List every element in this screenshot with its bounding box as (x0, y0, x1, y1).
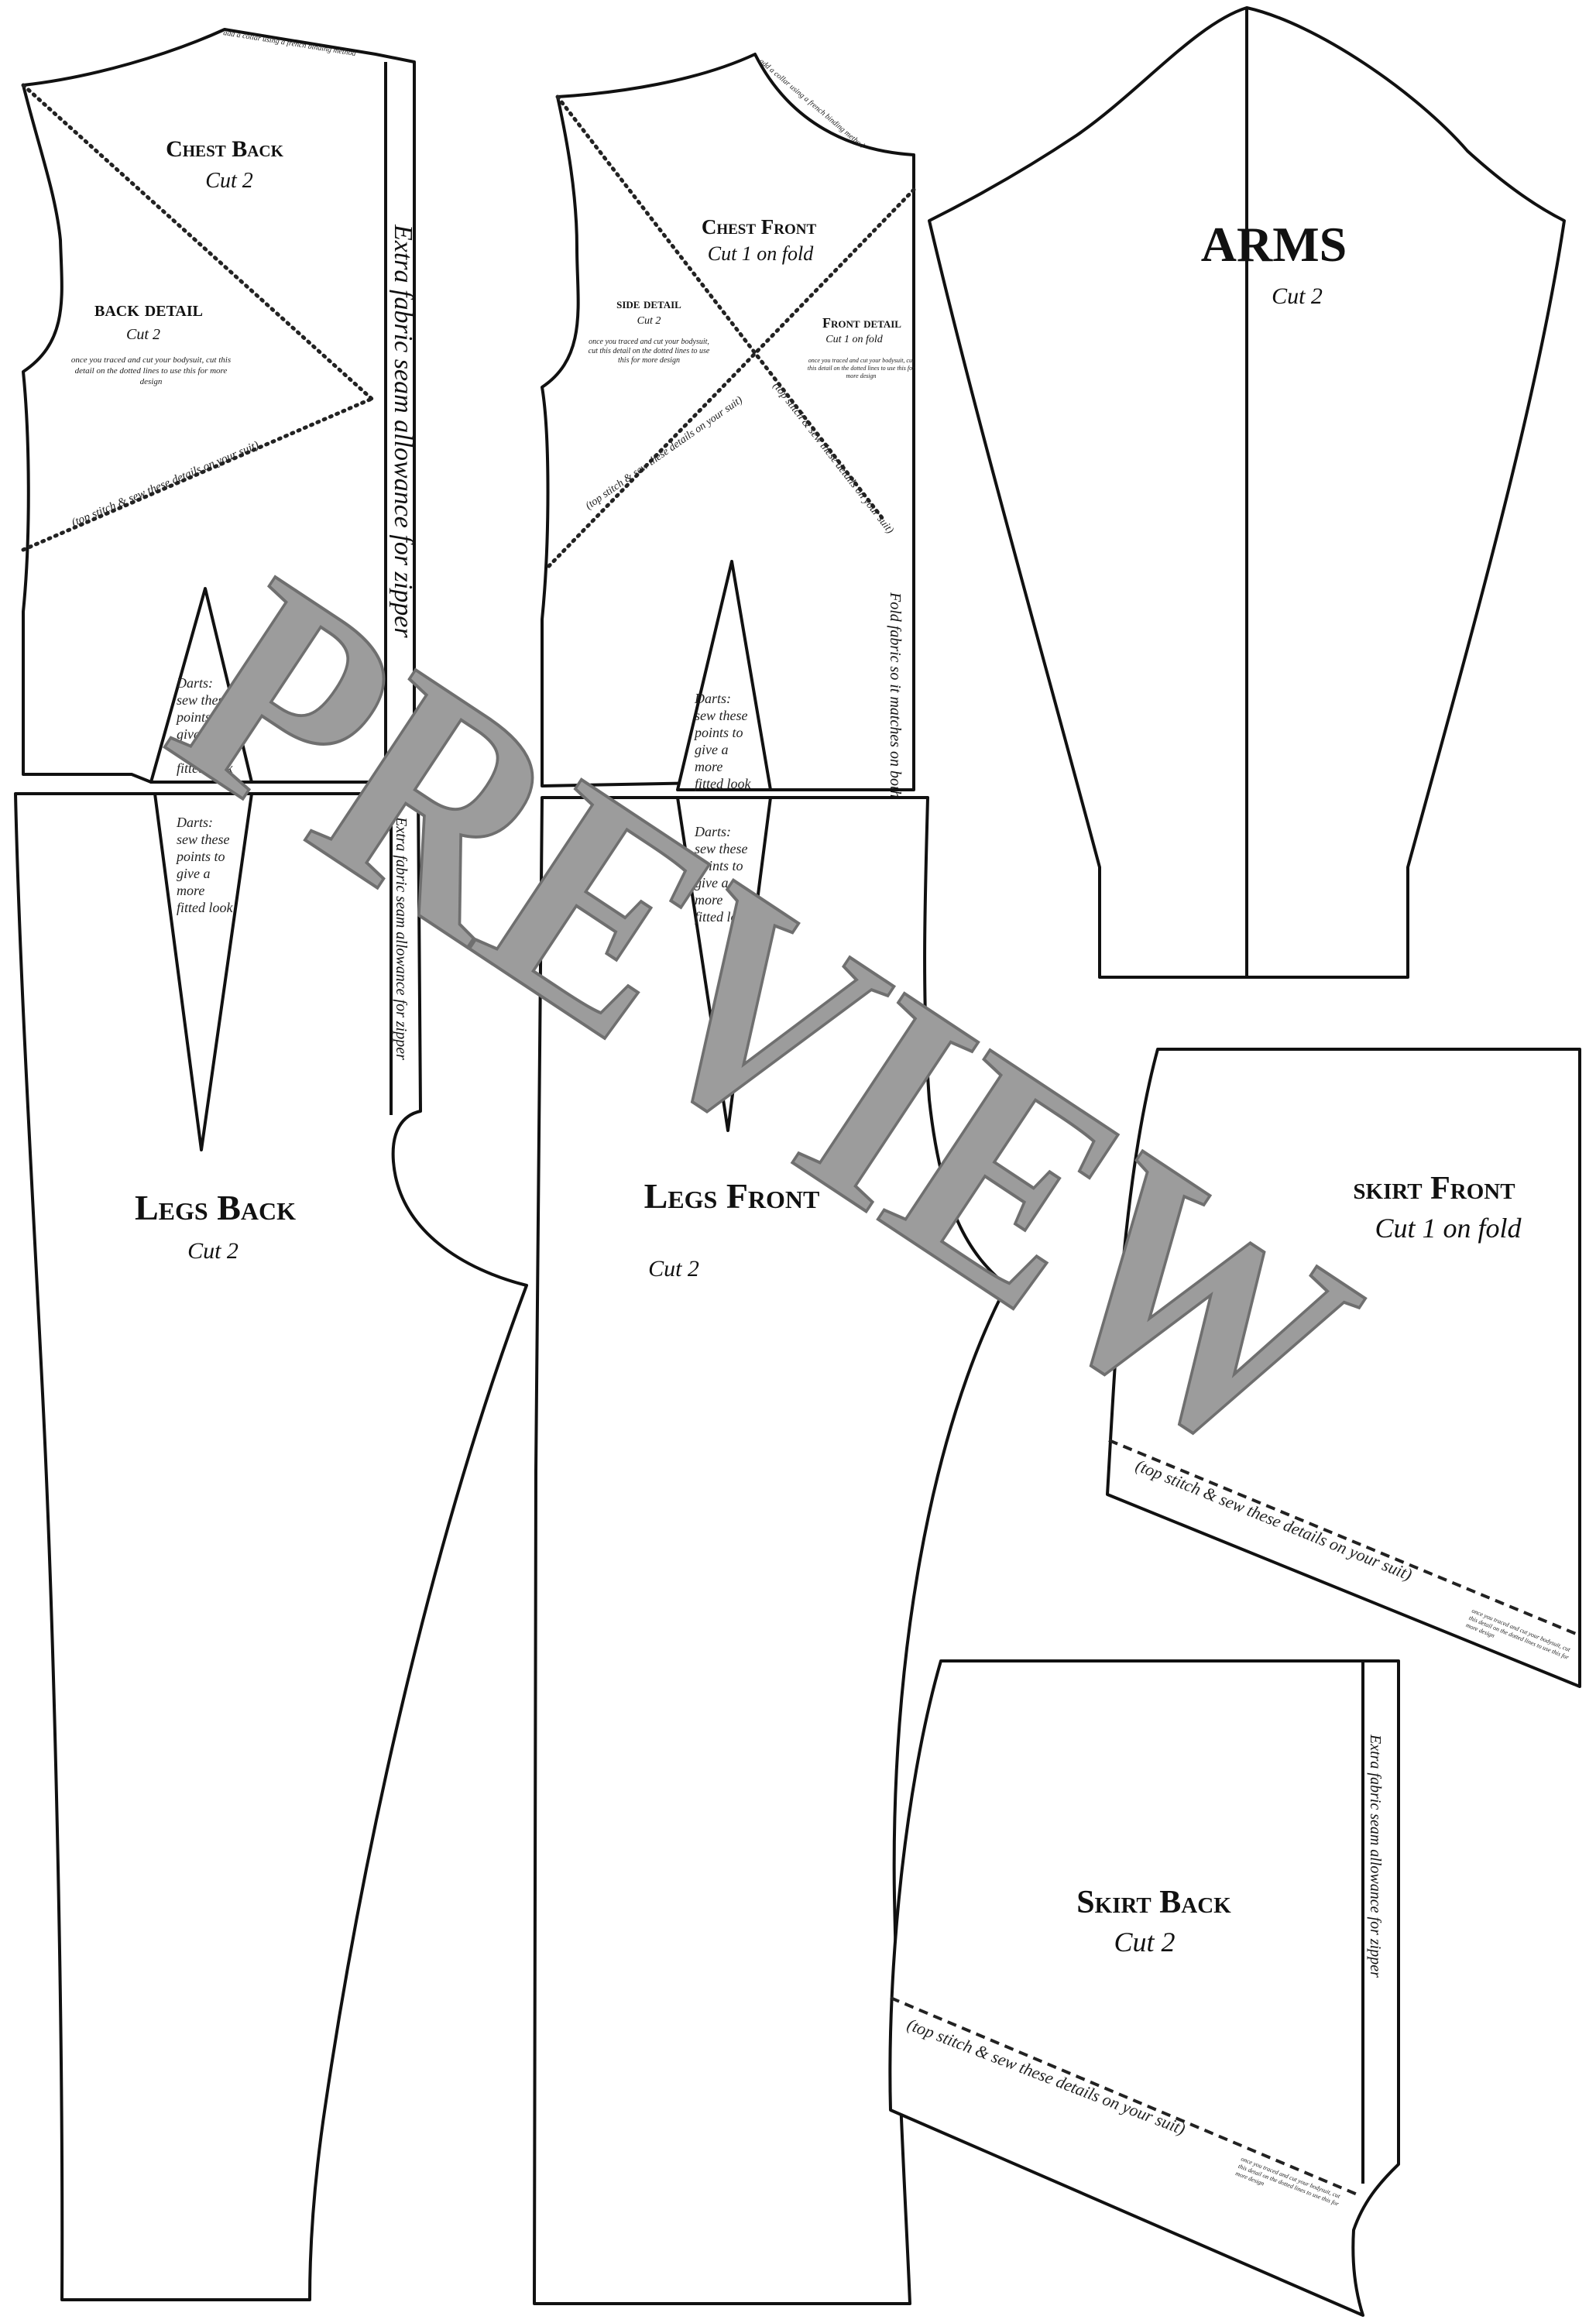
svg-text:more: more (177, 743, 204, 759)
legs-back-outline (14, 792, 528, 2301)
side-detail-note-2: cut this detail on the dotted lines to u… (589, 347, 710, 355)
svg-text:Darts:: Darts: (694, 824, 731, 839)
skirt-front-title: skirt Front (1353, 1171, 1515, 1206)
front-detail-title: Front detail (822, 315, 901, 331)
side-detail-title: side detail (616, 296, 681, 311)
side-detail-cut: Cut 2 (637, 315, 661, 327)
svg-text:fitted look: fitted look (177, 760, 233, 776)
legs-front-dart-label: Darts: sew these points to give a more f… (693, 824, 751, 925)
back-detail-note-1: once you traced and cut your bodysuit, c… (71, 355, 231, 365)
skirt-back-zipper-note: Extra fabric seam allowance for zipper (1367, 1734, 1384, 1978)
chest-back-detail-diagonal (21, 83, 374, 401)
chest-front-diag-1 (555, 94, 885, 521)
svg-text:give a: give a (695, 742, 728, 757)
svg-text:points to: points to (175, 709, 225, 725)
skirt-front-outline (1106, 1048, 1581, 1688)
svg-text:give a: give a (177, 726, 210, 742)
chest-front-dart (676, 560, 772, 791)
chest-front-dart-label: Darts: sew these points to give a more f… (693, 691, 751, 791)
svg-text:more: more (695, 759, 722, 774)
svg-text:points to: points to (175, 849, 225, 864)
legs-front-dart (676, 796, 772, 1132)
legs-back-piece: Extra fabric seam allowance for zipper D… (14, 792, 528, 2301)
legs-back-cut: Cut 2 (187, 1238, 239, 1264)
front-detail-cut: Cut 1 on fold (825, 334, 884, 345)
legs-back-dart (153, 792, 253, 1151)
skirt-front-cut: Cut 1 on fold (1375, 1213, 1522, 1244)
chest-front-outline (541, 53, 915, 791)
skirt-back-cut: Cut 2 (1114, 1927, 1175, 1958)
side-detail-note-1: once you traced and cut your bodysuit, (589, 338, 709, 346)
skirt-back-topstitch-line (890, 1996, 1360, 2197)
side-detail-note-3: this for more design (618, 356, 680, 365)
svg-text:fitted look: fitted look (695, 776, 751, 791)
front-detail-note-3: more design (846, 372, 876, 379)
back-detail-note-2: detail on the dotted lines to use this f… (75, 366, 228, 376)
svg-text:Darts:: Darts: (694, 691, 731, 706)
svg-text:give a: give a (177, 866, 210, 881)
svg-text:give a: give a (695, 875, 728, 890)
legs-back-title: Legs Back (135, 1188, 296, 1227)
chest-back-dart-label: Darts: sew these points to give a more f… (175, 675, 233, 776)
chest-front-diag-2 (544, 187, 916, 571)
skirt-back-piece: (top stitch & sew these details on your … (888, 1659, 1400, 2317)
svg-text:more: more (177, 883, 204, 898)
front-detail-note-2: this detail on the dotted lines to use t… (808, 365, 915, 372)
svg-text:Darts:: Darts: (176, 675, 213, 691)
skirt-back-outline (888, 1659, 1400, 2317)
svg-text:sew these: sew these (177, 692, 229, 708)
fold-fabric-note: Fold fabric so it matches on both sides (887, 592, 904, 833)
arms-piece: ARMS Cut 2 (928, 6, 1566, 979)
legs-front-cut: Cut 2 (648, 1256, 699, 1282)
svg-text:Darts:: Darts: (176, 815, 213, 830)
legs-front-title: Legs Front (644, 1176, 820, 1216)
chest-front-cut: Cut 1 on fold (708, 242, 815, 265)
svg-text:points to: points to (693, 858, 743, 873)
chest-back-outline (22, 28, 416, 784)
back-detail-note-3: design (140, 377, 163, 386)
skirt-back-title: Skirt Back (1076, 1885, 1231, 1920)
svg-text:sew these: sew these (177, 832, 229, 847)
legs-front-piece: Darts: sew these points to give a more f… (532, 796, 1008, 2305)
chest-back-topstitch-line (21, 396, 374, 552)
svg-text:more: more (695, 892, 722, 908)
chest-back-title: Chest Back (166, 136, 284, 162)
legs-back-zipper-note: Extra fabric seam allowance for zipper (393, 816, 410, 1060)
chest-front-piece: add a collar using a french binding meth… (541, 53, 916, 833)
arms-title: ARMS (1201, 217, 1347, 272)
svg-text:fitted look: fitted look (177, 900, 233, 915)
svg-text:points to: points to (693, 725, 743, 740)
chest-back-dart (149, 587, 253, 784)
legs-back-dart-label: Darts: sew these points to give a more f… (175, 815, 233, 915)
arms-cut: Cut 2 (1272, 283, 1323, 309)
front-detail-note-1: once you traced and cut your bodysuit, c… (808, 357, 915, 364)
svg-text:fitted look: fitted look (695, 909, 751, 925)
back-detail-title: back detail (94, 297, 203, 321)
svg-text:sew these: sew these (695, 708, 747, 723)
chest-back-piece: add a collar using a french binding meth… (21, 28, 416, 784)
skirt-front-topstitch-line (1108, 1439, 1581, 1637)
chest-front-title: Chest Front (702, 215, 817, 238)
zipper-allowance-label-large: Extra fabric seam allowance for zipper (389, 224, 417, 638)
back-detail-cut: Cut 2 (126, 326, 160, 343)
svg-text:sew these: sew these (695, 841, 747, 856)
chest-back-cut: Cut 2 (205, 169, 252, 193)
